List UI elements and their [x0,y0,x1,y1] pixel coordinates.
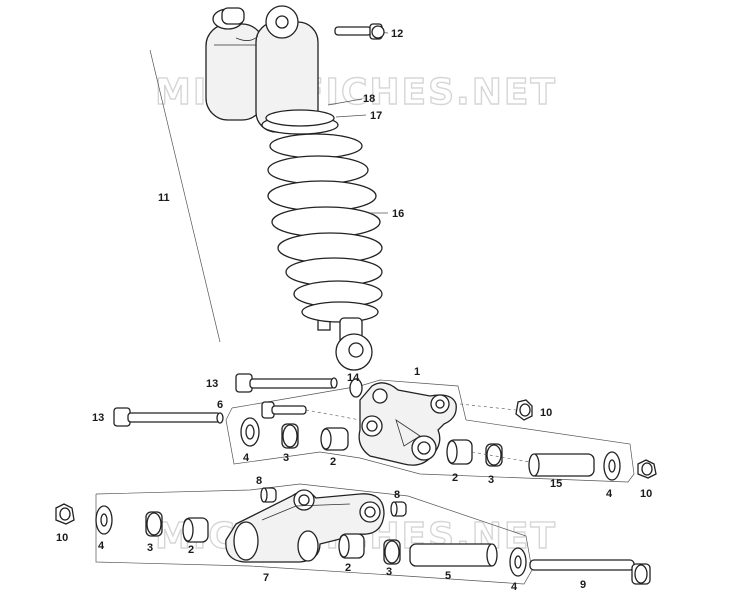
callout-3-upper: 3 [283,452,289,464]
callout-1: 1 [414,366,420,378]
bolt-13-upper [235,373,338,393]
callout-2-upper: 2 [330,456,336,468]
callout-10-lower: 10 [56,532,68,544]
nut-10-upper [515,399,533,421]
callout-4-right: 4 [606,488,613,500]
callout-3-right: 3 [488,474,494,486]
callout-6: 6 [217,399,223,411]
shock-absorber [205,5,383,371]
callout-4-upper: 4 [243,452,250,464]
nut-10-right [637,459,657,479]
coil-spring [267,133,383,323]
spacer-2-b [446,439,473,465]
sleeve-5 [409,543,498,567]
callout-13-lower: 13 [92,412,104,424]
spacer-2-d [338,533,365,559]
callout-10-right: 10 [640,488,652,500]
callout-16: 16 [392,208,404,220]
nut-10-lower [55,503,75,525]
callout-2-lower-right: 2 [345,562,351,574]
callout-7: 7 [263,572,269,584]
bearing-3-b [485,443,503,467]
callout-14: 14 [347,372,360,384]
callout-12: 12 [391,28,403,40]
spring-seat [265,109,335,127]
callout-17: 17 [370,110,382,122]
pull-rod-link [225,489,385,563]
rocker-link [358,382,457,466]
callout-8-right: 8 [394,489,400,501]
bolt-6 [261,401,307,419]
callout-8-left: 8 [256,475,262,487]
callout-4-lower-left: 4 [98,540,105,552]
callout-18: 18 [363,93,375,105]
callout-3-lower-left: 3 [147,542,153,554]
callout-2-lower-left: 2 [188,544,194,556]
spacer-2-a [320,427,349,451]
washer-14 [349,378,363,398]
callout-2-right: 2 [452,472,458,484]
bearing-3-a [281,423,299,449]
bushing-8-a [260,487,277,503]
callout-4-lower-right: 4 [511,581,518,593]
bearing-3-c [145,511,163,537]
callout-15: 15 [550,478,562,490]
callout-9: 9 [580,579,586,591]
bolt-9 [529,559,651,585]
callout-11: 11 [158,192,170,204]
bushing-8-b [390,501,407,517]
bolt-12 [334,23,385,40]
spacer-2-c [182,517,209,543]
callout-3-lower-right: 3 [386,566,392,578]
bolt-13-lower [113,407,224,427]
leader-11 [149,49,221,343]
callout-13-upper: 13 [206,378,218,390]
bearing-3-d [383,539,401,565]
group-outline-1 [225,379,635,483]
callout-10-upper: 10 [540,407,552,419]
sleeve-15 [528,453,595,477]
callout-5: 5 [445,570,451,582]
